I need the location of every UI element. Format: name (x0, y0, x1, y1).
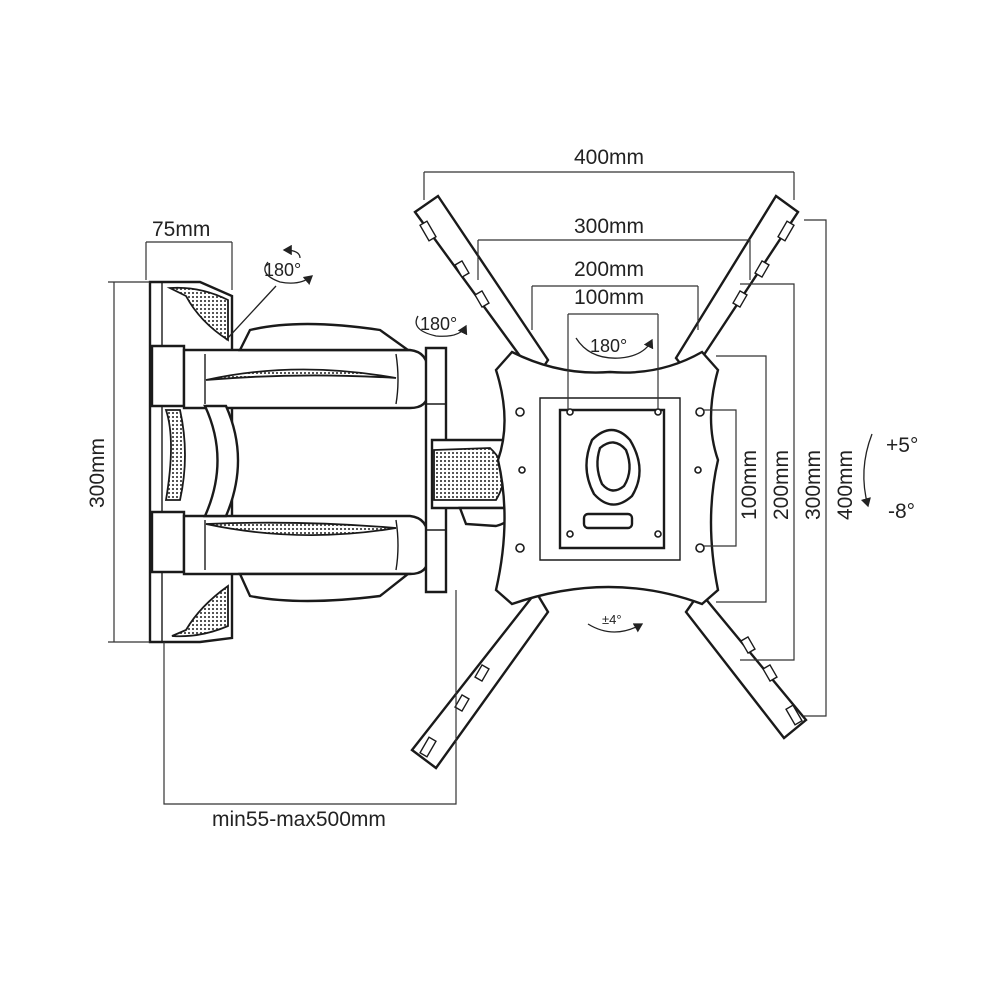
vesa-horizontal-400-label: 400mm (574, 146, 644, 169)
plate-rotation-label: 180° (590, 336, 627, 356)
articulating-arms (182, 322, 530, 603)
vesa-vertical-400-label: 400mm (834, 450, 857, 520)
vesa-mounting-plate (410, 194, 808, 770)
wall-plate-height-label: 300mm (86, 438, 109, 508)
rotation-indicators (225, 244, 873, 633)
dimension-labels: 75mm 300mm min55-max500mm 400mm 300mm 20… (86, 146, 918, 831)
vesa-horizontal-200-label: 200mm (574, 258, 644, 281)
vesa-vertical-200-label: 200mm (770, 450, 793, 520)
tilt-up-label: +5° (886, 434, 918, 457)
vesa-horizontal-100-label: 100mm (574, 286, 644, 309)
vesa-vertical-100-label: 100mm (738, 450, 761, 520)
level-adjust-label: ±4° (602, 612, 622, 627)
dimension-lines (108, 171, 827, 805)
tilt-down-label: -8° (888, 500, 915, 523)
arm-rotation-label: 180° (420, 314, 457, 334)
wall-rotation-label: 180° (264, 260, 301, 280)
vesa-vertical-300-label: 300mm (802, 450, 825, 520)
extension-label: min55-max500mm (212, 808, 386, 831)
arm-depth-label: 75mm (152, 218, 210, 241)
vesa-horizontal-300-label: 300mm (574, 215, 644, 238)
